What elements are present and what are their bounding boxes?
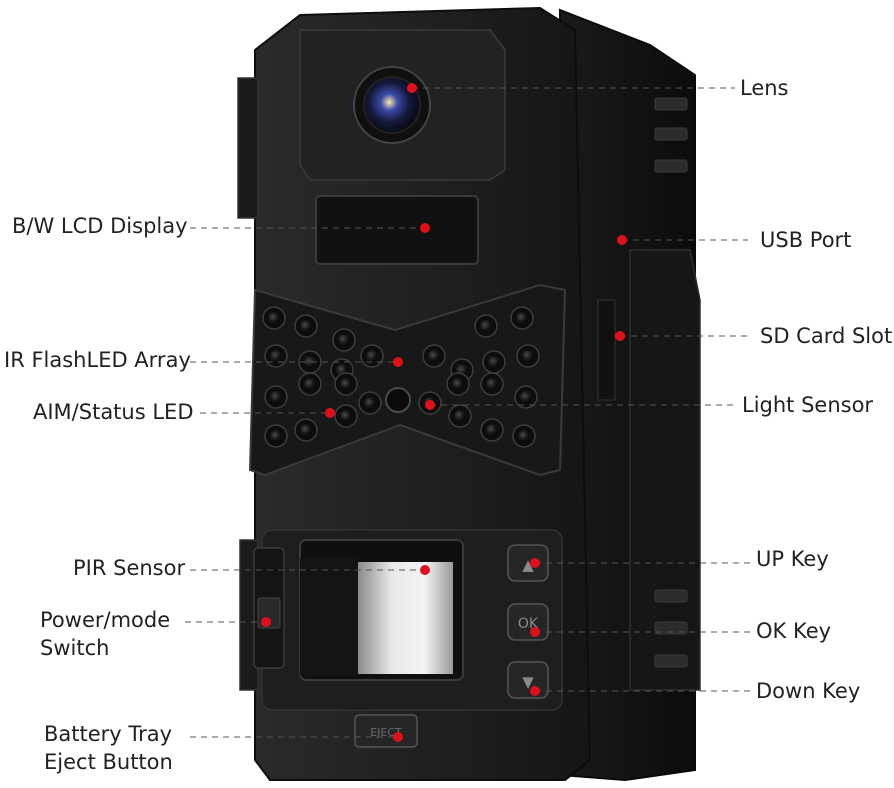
ir-led-lens	[340, 378, 352, 390]
label-usb-port: USB Port	[760, 226, 851, 254]
ir-led-lens	[364, 397, 376, 409]
label-power-switch-line1: Power/mode	[40, 606, 170, 634]
ir-led-lens	[270, 391, 282, 403]
label-pir-sensor: PIR Sensor	[73, 554, 185, 582]
label-ir-flash-array: IR FlashLED Array	[4, 346, 191, 374]
label-aim-status-led: AIM/Status LED	[33, 398, 193, 426]
ir-led-lens	[300, 320, 312, 332]
label-battery-eject-line2: Eject Button	[44, 748, 173, 776]
lens-assembly	[354, 67, 430, 143]
label-battery-eject-line1: Battery Tray	[44, 720, 173, 748]
marker-usb-port	[617, 235, 627, 245]
ir-led-lens	[486, 424, 498, 436]
ir-led-lens	[300, 424, 312, 436]
ir-led-lens	[270, 430, 282, 442]
marker-battery-eject	[393, 732, 403, 742]
ir-led-lens	[366, 350, 378, 362]
label-light-sensor: Light Sensor	[742, 391, 873, 419]
marker-light-sensor	[425, 400, 435, 410]
label-lens: Lens	[740, 74, 789, 102]
marker-sd-card-slot	[615, 331, 625, 341]
lcd-window	[316, 196, 478, 264]
label-battery-eject: Battery Tray Eject Button	[44, 720, 173, 776]
ir-led-lens	[270, 350, 282, 362]
ir-led-lens	[516, 312, 528, 324]
label-down-key: Down Key	[756, 677, 860, 705]
ir-led-lens	[480, 320, 492, 332]
ir-led-lens	[518, 430, 530, 442]
marker-aim-status-led	[325, 408, 335, 418]
marker-lens	[407, 83, 417, 93]
label-ok-key: OK Key	[756, 617, 831, 645]
ir-led-lens	[340, 410, 352, 422]
marker-up-key	[530, 558, 540, 568]
marker-ir-flash-array	[393, 357, 403, 367]
pir-lens	[358, 562, 453, 674]
ir-led-lens	[522, 350, 534, 362]
marker-lcd-display	[420, 223, 430, 233]
ir-led-lens	[304, 378, 316, 390]
marker-power-switch	[261, 617, 271, 627]
label-sd-card-slot: SD Card Slot	[760, 322, 892, 350]
ir-led-lens	[428, 350, 440, 362]
label-lcd-display: B/W LCD Display	[12, 212, 188, 240]
ir-led-lens	[488, 356, 500, 368]
label-power-switch-line2: Switch	[40, 634, 170, 662]
ir-led-lens	[520, 391, 532, 403]
ir-led-lens	[268, 312, 280, 324]
label-up-key: UP Key	[756, 545, 829, 573]
marker-down-key	[530, 686, 540, 696]
marker-ok-key	[530, 627, 540, 637]
ir-led-lens	[338, 334, 350, 346]
marker-pir-sensor	[420, 565, 430, 575]
label-power-switch: Power/mode Switch	[40, 606, 170, 662]
light-sensor-dot	[386, 388, 410, 412]
ir-led-lens	[454, 410, 466, 422]
ir-led-lens	[486, 378, 498, 390]
ir-led-lens	[452, 378, 464, 390]
